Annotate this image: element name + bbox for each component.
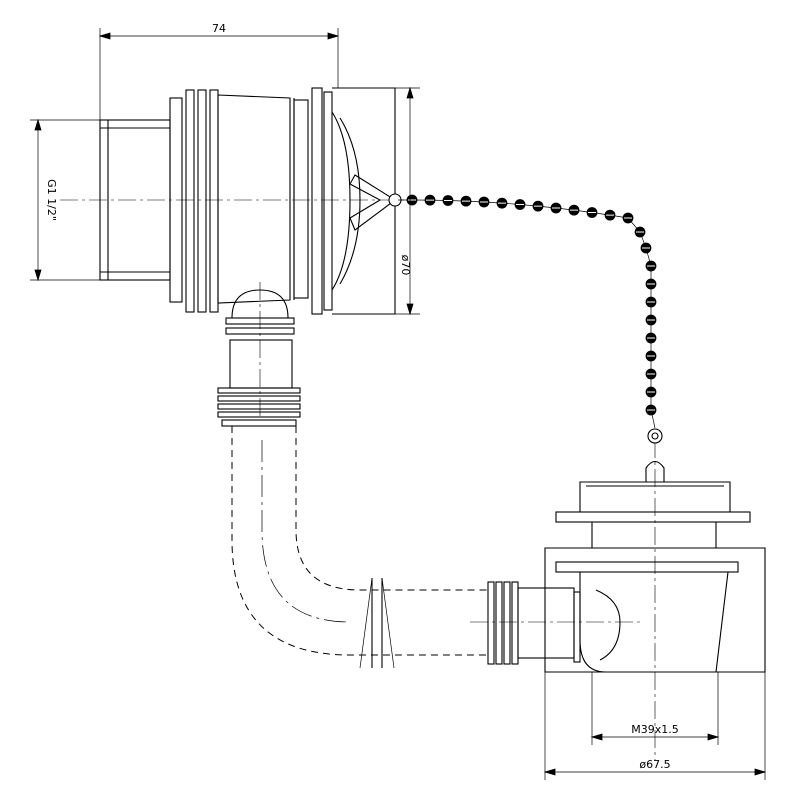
dimension-waste-diameter: ø67.5 (543, 672, 767, 780)
dimension-width: 74 (98, 22, 340, 120)
overflow-assembly (60, 87, 410, 427)
waste-thread-label: M39x1.5 (631, 723, 679, 736)
flexible-hose-hidden (231, 426, 490, 669)
dimension-waste-thread: M39x1.5 (590, 672, 720, 745)
thread-size-label: G1 1/2" (45, 179, 58, 221)
chain-link-line (398, 199, 656, 429)
bead-chain (398, 194, 657, 429)
width-label: 74 (212, 22, 226, 35)
dimension-thread: G1 1/2" (30, 118, 100, 282)
dimension-overflow-diameter: ø70 (395, 86, 420, 316)
waste-diameter-label: ø67.5 (639, 758, 670, 771)
waste-assembly (470, 428, 766, 760)
overflow-diameter-label: ø70 (399, 255, 412, 276)
